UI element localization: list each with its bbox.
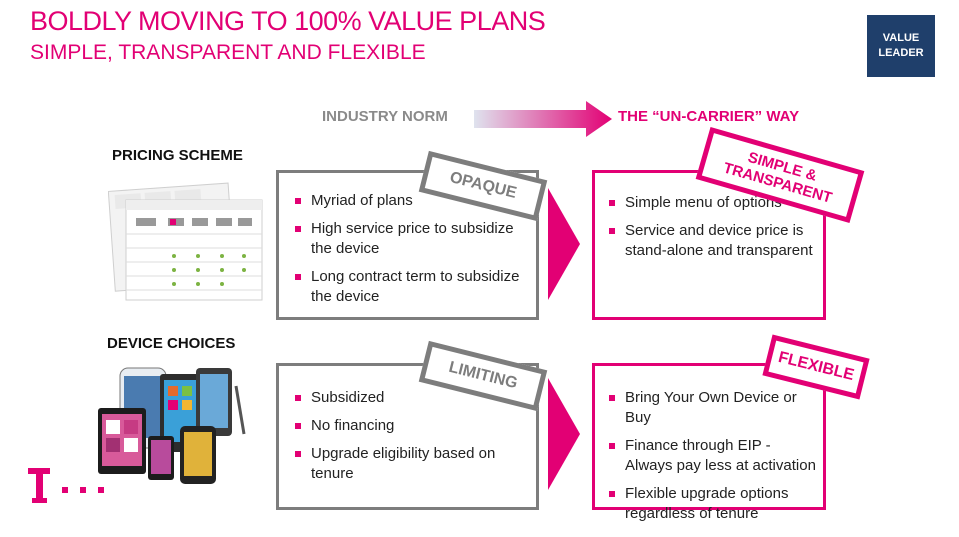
smartphones-image xyxy=(98,367,246,484)
row-label-devices: DEVICE CHOICES xyxy=(107,335,236,352)
devices-uncarrier-item: Finance through EIP - Always pay less at… xyxy=(599,436,819,476)
chevron-right-icon xyxy=(548,378,580,490)
value-leader-badge: VALUE LEADER xyxy=(867,15,935,77)
gradient-arrow-icon xyxy=(474,101,612,137)
page-subtitle: SIMPLE, TRANSPARENT AND FLEXIBLE xyxy=(30,41,426,64)
devices-uncarrier-box: Bring Your Own Device or Buy Finance thr… xyxy=(592,363,826,522)
devices-uncarrier-item: Flexible upgrade options regardless of t… xyxy=(599,484,819,524)
t-mobile-logo xyxy=(28,468,104,503)
devices-norm-item: Upgrade eligibility based on tenure xyxy=(285,444,528,484)
pricing-uncarrier-item: Service and device price is stand-alone … xyxy=(599,221,815,261)
devices-uncarrier-item: Bring Your Own Device or Buy xyxy=(599,388,819,428)
badge-line-1: VALUE xyxy=(882,32,920,44)
pricing-norm-item: Long contract term to subsidize the devi… xyxy=(285,267,528,307)
pricing-norm-item: High service price to subsidize the devi… xyxy=(285,219,528,259)
chevron-right-icon xyxy=(548,188,580,300)
row-label-pricing: PRICING SCHEME xyxy=(112,147,243,164)
page-title: BOLDLY MOVING TO 100% VALUE PLANS xyxy=(30,6,546,36)
devices-norm-item: No financing xyxy=(285,416,528,436)
pricing-uncarrier-item: Simple menu of options xyxy=(599,193,815,213)
pricing-table-image xyxy=(108,182,263,301)
industry-norm-heading: INDUSTRY NORM xyxy=(322,108,448,125)
badge-line-2: LEADER xyxy=(878,47,924,59)
uncarrier-heading: THE “UN-CARRIER” WAY xyxy=(618,108,800,125)
pricing-norm-item: Myriad of plans xyxy=(285,191,528,211)
devices-norm-item: Subsidized xyxy=(285,388,528,408)
